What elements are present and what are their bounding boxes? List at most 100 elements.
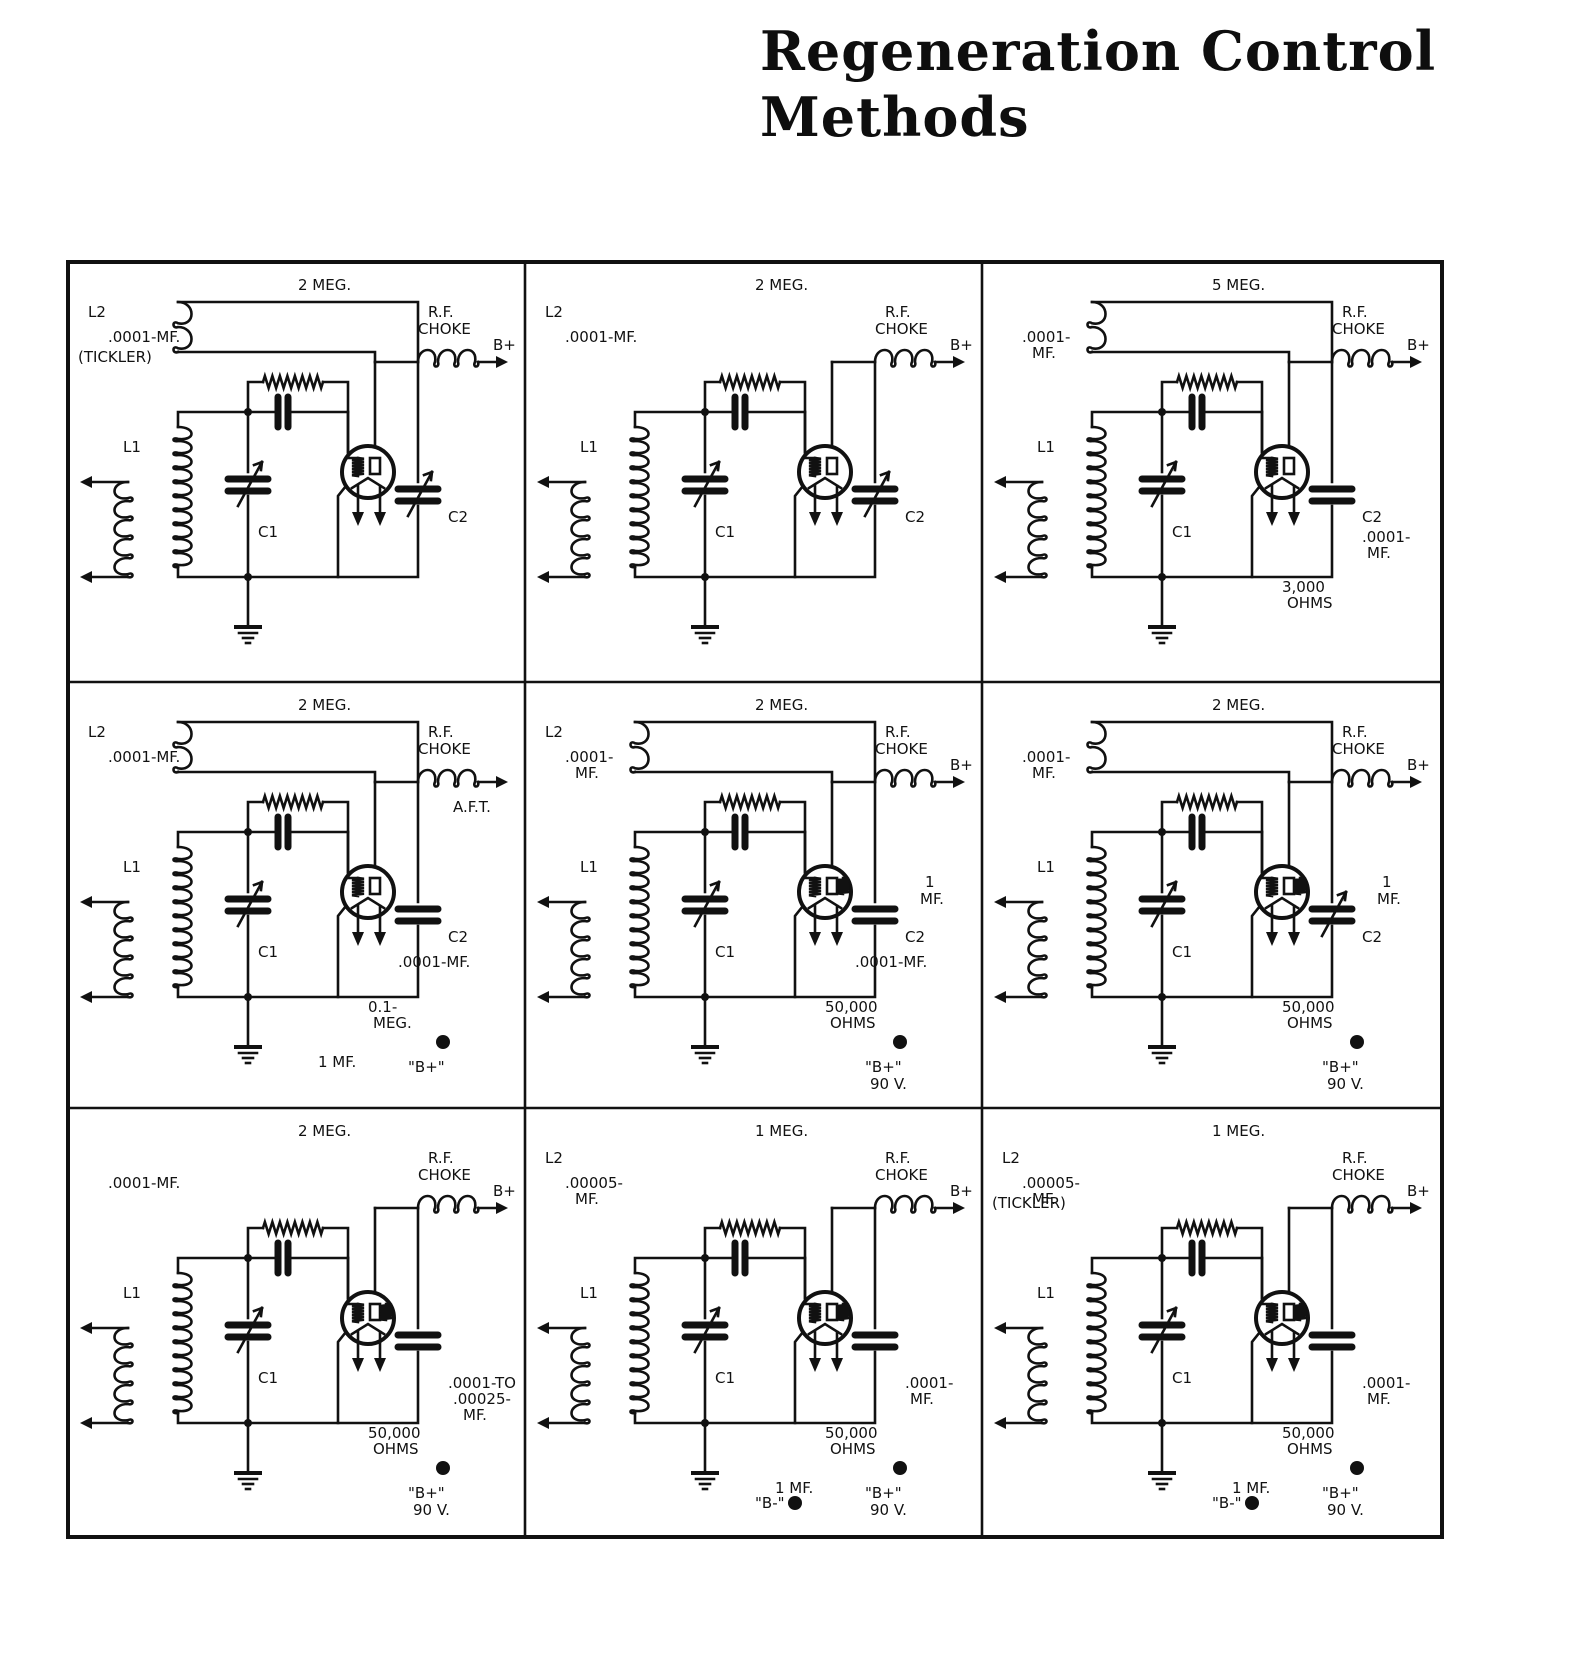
grid-capacitor-label-line-2: MF.	[1032, 344, 1056, 362]
rf-choke-icon	[416, 348, 480, 368]
wire	[1160, 904, 1262, 999]
grid-capacitor-label-line-2: MF.	[1032, 1190, 1056, 1208]
potentiometer-value-line-1: 50,000	[368, 1424, 421, 1442]
wire	[1090, 830, 1164, 849]
plate-icon	[1282, 876, 1296, 896]
l2-tickler-coil-icon	[1086, 720, 1107, 774]
screen-grid-icon	[1293, 876, 1307, 896]
wire	[1235, 800, 1264, 874]
screen-grid-icon	[1293, 1302, 1307, 1322]
potentiometer-value-line-1: 50,000	[825, 998, 878, 1016]
filament-icon	[350, 896, 386, 910]
filament-icon	[350, 1322, 386, 1336]
arrow-icon	[1266, 932, 1278, 946]
arrow-icon	[1288, 1358, 1300, 1372]
grid-capacitor-label-line-1: .0001-	[1022, 748, 1070, 766]
rf-choke-label-line-2: CHOKE	[875, 740, 928, 758]
grid-capacitor-icon	[731, 813, 749, 851]
tickler-label: (TICKLER)	[992, 1194, 1066, 1212]
grid-icon	[351, 1302, 365, 1324]
arrow-icon	[496, 356, 508, 368]
arrow-icon	[352, 512, 364, 526]
c2-label: C2	[905, 508, 925, 526]
grid-capacitor-label: .0001-MF.	[108, 748, 180, 766]
grid-leak-resistor-label: 2 MEG.	[755, 696, 808, 714]
pickup-coil	[537, 1322, 591, 1429]
pickup-coil	[80, 476, 134, 583]
plate-icon	[825, 876, 839, 896]
rf-choke-label-line-2: CHOKE	[418, 1166, 471, 1184]
rf-choke-label-line-2: CHOKE	[418, 740, 471, 758]
variable-arrow-icon	[236, 1306, 264, 1354]
arrow-icon	[994, 1417, 1006, 1429]
c1-variable-capacitor-icon	[1138, 880, 1186, 928]
grid-capacitor-label: .0001-MF.	[108, 328, 180, 346]
c2-capacitor-icon	[1308, 1331, 1356, 1351]
wire	[176, 1411, 250, 1425]
rf-choke-label-line-2: CHOKE	[875, 1166, 928, 1184]
grid-icon	[351, 456, 365, 478]
wire	[1160, 484, 1262, 579]
plate-icon	[1282, 456, 1296, 476]
l1-label: L1	[1037, 858, 1055, 876]
grid-capacitor-icon	[1188, 1239, 1206, 1277]
wire	[176, 350, 377, 364]
l1-label: L1	[580, 438, 598, 456]
vacuum-tube-icon	[1254, 444, 1310, 526]
arrow-icon	[831, 1358, 843, 1372]
arrow-icon	[809, 932, 821, 946]
wire	[1090, 985, 1164, 999]
grid-icon	[1265, 876, 1279, 898]
c1-label: C1	[1172, 943, 1192, 961]
l2-tickler-coil-icon	[172, 720, 193, 774]
variable-arrow-icon	[693, 1306, 721, 1354]
c2-value-line-1: .0001-	[1362, 1374, 1410, 1392]
aft-transformer-label: A.F.T.	[453, 798, 491, 816]
b-plus-arrow-label: B+	[1407, 1182, 1430, 1200]
arrow-icon	[80, 1322, 92, 1334]
grid-icon	[808, 456, 822, 478]
arrow-icon	[374, 512, 386, 526]
l2-tickler-coil-icon	[172, 300, 193, 354]
grid-leak-resistor-icon	[718, 1217, 782, 1239]
arrow-icon	[496, 776, 508, 788]
grid-icon	[808, 1302, 822, 1324]
pickup-coil	[537, 476, 591, 583]
rf-choke-label-line-2: CHOKE	[418, 320, 471, 338]
wire	[1090, 1256, 1164, 1275]
c2-value-line-1: .0001-	[1362, 528, 1410, 546]
wire	[703, 1226, 722, 1260]
wire	[246, 484, 348, 579]
filament-icon	[807, 1322, 843, 1336]
arrow-icon	[809, 1358, 821, 1372]
filament-icon	[1264, 476, 1300, 490]
c1-label: C1	[1172, 1369, 1192, 1387]
arrow-icon	[1266, 1358, 1278, 1372]
arrow-icon	[994, 991, 1006, 1003]
l2-tickler-coil-icon	[629, 720, 650, 774]
wire	[1250, 504, 1334, 579]
grid-capacitor-icon	[731, 1239, 749, 1277]
antenna-coil-icon	[570, 900, 591, 999]
c2-value-line-2: MF.	[910, 1390, 934, 1408]
c2-value-line-2: MF.	[1367, 544, 1391, 562]
arrow-icon	[809, 512, 821, 526]
variable-arrow-icon	[1150, 880, 1178, 928]
wire	[633, 1411, 707, 1425]
grid-capacitor-icon	[274, 393, 292, 431]
variable-arrow-icon	[1320, 890, 1348, 938]
arrow-icon	[953, 776, 965, 788]
arrow-icon	[537, 896, 549, 908]
variable-arrow-icon	[236, 880, 264, 928]
pickup-coil	[994, 896, 1048, 1003]
grid-leak-resistor-label: 2 MEG.	[298, 276, 351, 294]
c2-capacitor-icon	[1308, 890, 1356, 938]
l1-coil-icon	[172, 845, 193, 989]
pickup-coil	[537, 896, 591, 1003]
l1-coil-icon	[172, 1271, 193, 1415]
wire	[703, 800, 722, 834]
rf-choke-label-line-1: R.F.	[428, 723, 454, 741]
rf-choke-label-line-1: R.F.	[885, 1149, 911, 1167]
terminal-icon	[436, 1461, 450, 1475]
filament-icon	[807, 476, 843, 490]
